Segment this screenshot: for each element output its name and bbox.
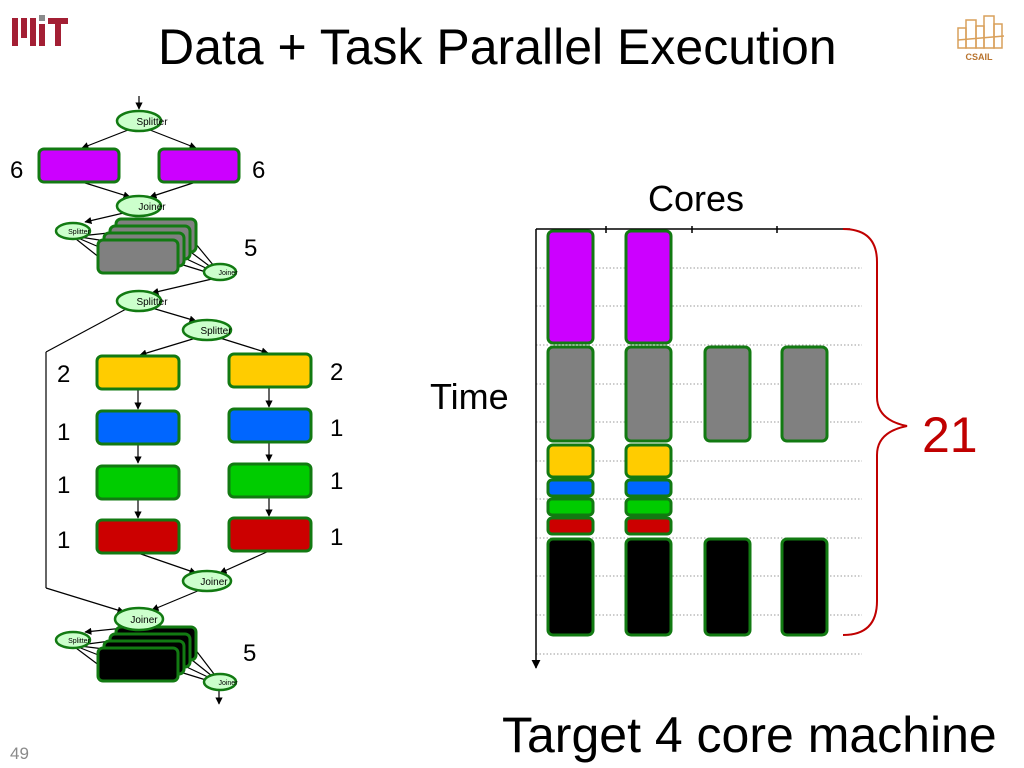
cores-label: Cores <box>648 178 745 219</box>
filter-red-left <box>95 518 181 555</box>
work-estimate: 5 <box>244 235 257 262</box>
edge <box>219 550 270 574</box>
joiner-label-small: Joiner <box>218 680 238 687</box>
task-block-gray <box>624 345 673 443</box>
splitter-node-1 <box>115 109 163 133</box>
work-estimate: 1 <box>330 468 343 495</box>
splitter-node-3 <box>181 318 233 342</box>
edge <box>179 671 207 681</box>
page-number: 49 <box>10 744 29 763</box>
edge <box>179 263 207 273</box>
joiner-label: Joiner <box>130 615 158 626</box>
work-estimate: 2 <box>330 359 343 386</box>
task-block-black <box>624 537 673 637</box>
task-block-purple <box>546 229 595 345</box>
filter-yellow-left <box>95 354 181 391</box>
work-estimate: 1 <box>57 472 70 499</box>
filter-green-left <box>95 464 181 501</box>
edge <box>151 278 213 296</box>
edge <box>149 129 197 149</box>
filter-green-right <box>227 462 313 499</box>
total-time-brace <box>842 228 908 636</box>
task-block-black <box>546 537 595 637</box>
task-block-red <box>624 516 673 536</box>
split-join-nodes <box>54 109 238 692</box>
filter-purple-left <box>37 147 121 184</box>
splitter-label-small: Splitter <box>68 229 90 236</box>
filter-blue-right <box>227 407 313 444</box>
joiner-node-1 <box>115 194 163 218</box>
joiner-node-small-1 <box>202 262 238 282</box>
filter-nodes <box>37 147 313 683</box>
work-estimate: 2 <box>57 361 70 388</box>
slide-title: Data + Task Parallel Execution <box>158 19 837 75</box>
caption: Target 4 core machine <box>502 707 997 763</box>
work-estimate: 1 <box>330 524 343 551</box>
task-block-green <box>624 497 673 517</box>
task-block-gray <box>703 345 752 443</box>
filter-black-stack-1 <box>96 646 180 683</box>
edge <box>75 238 101 259</box>
joiner-node-3 <box>113 606 165 632</box>
task-block-black <box>703 537 752 637</box>
edge <box>137 552 197 575</box>
edge <box>151 307 197 323</box>
edge <box>81 181 131 199</box>
task-block-yellow <box>624 443 673 479</box>
mit-logo <box>12 15 68 46</box>
edge <box>45 587 125 614</box>
filter-purple-right <box>157 147 241 184</box>
joiner-label: Joiner <box>138 202 166 213</box>
csail-logo-text: CSAIL <box>966 52 994 62</box>
filter-gray-stack-1 <box>96 238 180 275</box>
joiner-node-small-2 <box>202 672 238 692</box>
task-block-gray <box>780 345 829 443</box>
task-block-blue <box>624 478 673 498</box>
splitter-label: Splitter <box>136 117 168 128</box>
splitter-label-small: Splitter <box>68 638 90 645</box>
work-estimate: 1 <box>57 527 70 554</box>
task-block-black <box>780 537 829 637</box>
splitter-node-small-1 <box>54 221 92 241</box>
splitter-label: Splitter <box>136 297 168 308</box>
total-time-label: 21 <box>922 407 978 463</box>
schedule-axes <box>531 226 850 669</box>
splitter-node-small-2 <box>54 630 92 650</box>
work-estimate: 5 <box>243 640 256 667</box>
filter-red-right <box>227 516 313 553</box>
edge <box>84 211 129 225</box>
filter-yellow-right <box>227 352 313 389</box>
work-estimate: 6 <box>252 157 265 184</box>
joiner-label: Joiner <box>200 577 228 588</box>
task-block-yellow <box>546 443 595 479</box>
csail-logo <box>957 15 1005 49</box>
task-block-blue <box>546 478 595 498</box>
filter-blue-left <box>95 409 181 446</box>
work-estimate: 6 <box>10 157 23 184</box>
edge <box>45 307 129 353</box>
edge <box>149 181 197 199</box>
task-block-green <box>546 497 595 517</box>
edge <box>219 337 269 355</box>
edge <box>75 647 101 667</box>
work-estimate: 1 <box>57 419 70 446</box>
task-block-gray <box>546 345 595 443</box>
schedule-blocks <box>546 229 829 637</box>
edge <box>151 589 201 611</box>
splitter-node-2 <box>115 289 163 313</box>
work-estimate: 1 <box>330 415 343 442</box>
edge <box>139 337 197 357</box>
time-label: Time <box>430 376 509 417</box>
joiner-node-2 <box>181 569 233 593</box>
joiner-label-small: Joiner <box>218 270 238 277</box>
splitter-label: Splitter <box>200 326 232 337</box>
edge <box>81 129 129 149</box>
task-block-red <box>546 516 595 536</box>
task-block-purple <box>624 229 673 345</box>
